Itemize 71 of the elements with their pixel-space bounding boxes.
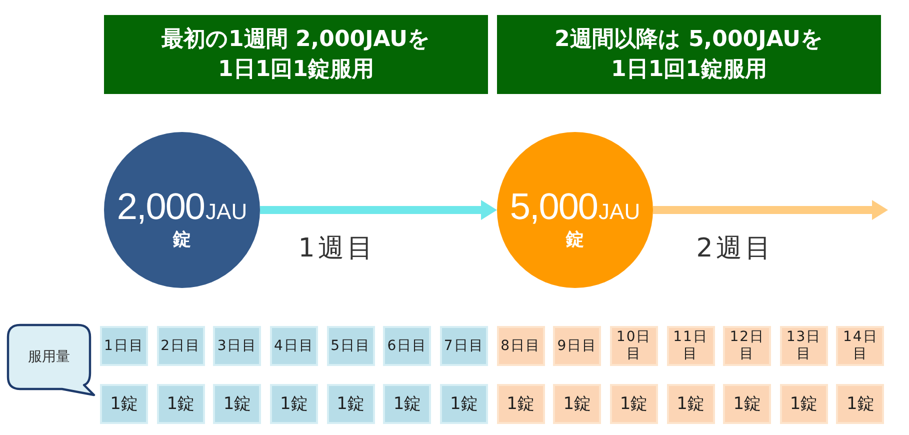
edge-label: 2週目 — [696, 232, 774, 266]
day-label: 6日目 — [387, 338, 428, 354]
day-cell — [780, 326, 828, 366]
arrow — [653, 200, 888, 220]
dose-amount: 2,000 — [116, 186, 205, 226]
tablet-cell — [270, 384, 318, 424]
day-cell — [383, 326, 432, 366]
tablet-label: 1錠 — [506, 394, 534, 414]
tablet-label: 1錠 — [846, 394, 874, 414]
day-cell — [156, 326, 205, 366]
day-cell — [270, 326, 318, 366]
day-label: 12日目 — [728, 329, 766, 363]
banner-text: 最初の1週間 2,000JAUを1日1回1錠服用 — [160, 26, 432, 84]
tablet-label: 1錠 — [790, 394, 818, 414]
tablet-cell — [723, 384, 772, 424]
day-cell — [836, 326, 884, 366]
day-label: 4日目 — [274, 338, 314, 354]
tablet-cell — [326, 384, 375, 424]
day-label: 1日目 — [104, 338, 144, 354]
dose-unit: JAU — [206, 198, 248, 226]
day-label: 2日目 — [160, 338, 201, 354]
tablet-cell — [666, 384, 714, 424]
edge-label: 1週目 — [298, 232, 376, 266]
day-label: 13日目 — [785, 329, 822, 363]
day-cell — [666, 326, 714, 366]
tablet-label: 1錠 — [223, 394, 252, 414]
dosage-banner — [497, 15, 881, 94]
tablet-label: 1錠 — [393, 394, 422, 414]
tablet-label: 1錠 — [620, 394, 648, 414]
day-label: 3日目 — [217, 338, 258, 354]
day-cell — [213, 326, 262, 366]
day-label: 10日目 — [615, 329, 652, 363]
tablet-label: 1錠 — [336, 394, 364, 414]
dosage-banner — [104, 15, 488, 94]
day-label: 14日目 — [842, 329, 879, 363]
day-cell — [100, 326, 148, 366]
tablet-cell — [213, 384, 262, 424]
tablet-cell — [383, 384, 432, 424]
tablet-label: 1錠 — [280, 394, 308, 414]
dose-form: 錠 — [564, 228, 585, 250]
day-label: 7日目 — [444, 338, 484, 354]
day-cell — [553, 326, 602, 366]
tablet-cell — [496, 384, 545, 424]
tablet-cell — [836, 384, 884, 424]
tablet-label: 1錠 — [733, 394, 762, 414]
tablet-cell — [553, 384, 602, 424]
tablet-cell — [156, 384, 205, 424]
banner-text: 2週間以降は 5,000JAUを1日1回1錠服用 — [554, 26, 824, 84]
tablet-label: 1錠 — [110, 394, 138, 414]
tablet-cell — [610, 384, 658, 424]
tablet-cell — [100, 384, 148, 424]
dose-amount: 5,000 — [510, 186, 598, 226]
day-cell — [496, 326, 545, 366]
day-label: 11日目 — [672, 329, 709, 363]
bubble-text: 服用量 — [28, 348, 70, 367]
tablet-cell — [440, 384, 488, 424]
day-label: 9日目 — [557, 338, 598, 354]
day-label: 8日目 — [500, 338, 540, 354]
day-cell — [723, 326, 772, 366]
day-label: 5日目 — [330, 338, 371, 354]
dose-form: 錠 — [172, 228, 192, 250]
tablet-label: 1錠 — [563, 394, 592, 414]
arrow — [260, 200, 497, 220]
tablet-label: 1錠 — [166, 394, 195, 414]
dose-unit: JAU — [598, 198, 640, 226]
day-cell — [440, 326, 488, 366]
tablet-label: 1錠 — [450, 394, 478, 414]
day-cell — [610, 326, 658, 366]
tablet-label: 1錠 — [676, 394, 704, 414]
day-cell — [326, 326, 375, 366]
tablet-cell — [780, 384, 828, 424]
